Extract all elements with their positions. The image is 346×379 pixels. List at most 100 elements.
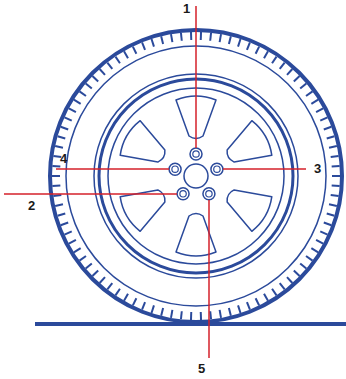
- leader-line: [208, 200, 210, 358]
- tread-tick: [331, 195, 339, 196]
- tread-tick: [320, 117, 327, 120]
- tread-tick: [64, 117, 71, 120]
- tread-tick: [180, 33, 183, 41]
- tread-tick: [58, 136, 66, 138]
- tread-tick: [86, 83, 92, 88]
- tread-tick: [190, 32, 192, 40]
- spoke-hole: [176, 214, 216, 257]
- tread-tick: [92, 76, 98, 82]
- tread-tick: [142, 302, 145, 309]
- tread-tick: [200, 312, 202, 320]
- lug-nut-bore: [193, 151, 199, 157]
- tread-tick: [200, 32, 202, 40]
- tread-tick: [300, 263, 306, 268]
- leader-lines: [4, 6, 306, 358]
- tread-tick: [161, 36, 163, 44]
- tread-tick: [58, 213, 66, 215]
- tread-tick: [52, 175, 60, 177]
- tread-tick: [74, 248, 81, 252]
- leader-line: [4, 193, 177, 195]
- lug-nut-bore: [206, 191, 212, 197]
- lug-nut: [211, 163, 223, 175]
- tread-tick: [124, 51, 128, 58]
- tread-tick: [329, 146, 337, 148]
- tread-tick: [152, 305, 154, 313]
- tread-tick: [300, 83, 306, 88]
- tread-tick: [316, 240, 323, 244]
- tread-tick: [306, 256, 312, 261]
- tread-tick: [92, 270, 98, 276]
- tread-tick: [311, 100, 318, 104]
- tread-tick: [100, 277, 105, 283]
- lug-nut-bore: [172, 166, 178, 172]
- spoke-hole: [218, 177, 275, 233]
- tread-tick: [294, 76, 300, 82]
- tread-tick: [52, 165, 60, 168]
- tread-tick: [327, 136, 335, 138]
- tread-tick: [331, 156, 339, 157]
- tread-tick: [171, 310, 172, 318]
- tread-tick: [100, 69, 105, 75]
- tread-tick: [329, 204, 337, 206]
- spoke-hole: [117, 177, 174, 233]
- tread-tick: [247, 42, 250, 49]
- spoke-hole: [117, 119, 174, 175]
- lug-nut: [177, 188, 189, 200]
- tread-tick: [332, 165, 340, 168]
- tread-tick: [55, 204, 63, 206]
- lug-nut: [169, 163, 181, 175]
- tread-tick: [272, 289, 276, 296]
- tread-tick: [161, 308, 163, 316]
- tread-tick: [190, 312, 192, 320]
- tread-tick: [320, 231, 327, 234]
- tread-tick: [220, 34, 221, 42]
- tread-tick: [115, 289, 119, 296]
- callout-number: 5: [198, 362, 205, 376]
- tread-tick: [107, 63, 112, 69]
- tread-tick: [287, 277, 292, 283]
- lug-nut-bore: [214, 166, 220, 172]
- tread-tick: [229, 36, 231, 44]
- tread-tick: [324, 127, 332, 130]
- tread-tick: [124, 294, 128, 301]
- tread-tick: [133, 298, 137, 305]
- tread-tick: [294, 270, 300, 276]
- tread-tick: [80, 256, 86, 261]
- lug-nut: [190, 148, 202, 160]
- leader-line: [223, 168, 306, 170]
- callout-number: 4: [60, 152, 67, 166]
- tread-tick: [332, 184, 340, 187]
- callout-number: 1: [183, 2, 190, 16]
- tread-tick: [52, 184, 60, 187]
- tread-tick: [264, 51, 268, 58]
- tread-tick: [152, 39, 154, 47]
- tread-tick: [115, 57, 119, 64]
- tread-tick: [287, 69, 292, 75]
- tread-tick: [306, 91, 312, 96]
- tread-tick: [327, 213, 335, 215]
- tread-tick: [69, 108, 76, 112]
- callout-number: 3: [314, 162, 321, 176]
- tread-tick: [238, 39, 240, 47]
- hub-cap: [184, 164, 208, 188]
- leader-line: [195, 6, 197, 148]
- tread-tick: [229, 308, 231, 316]
- tread-tick: [256, 298, 260, 305]
- tread-tick: [142, 42, 145, 49]
- tread-tick: [264, 294, 268, 301]
- tread-tick: [247, 302, 250, 309]
- tread-tick: [171, 34, 172, 42]
- tread-tick: [311, 248, 318, 252]
- tread-tick: [55, 146, 63, 148]
- spoke-hole: [218, 119, 275, 175]
- leader-line: [56, 168, 169, 170]
- tread-tick: [53, 195, 61, 196]
- tread-tick: [209, 33, 212, 41]
- tread-tick: [64, 231, 71, 234]
- tread-tick: [74, 100, 81, 104]
- tread-tick: [324, 223, 332, 226]
- tread-tick: [238, 305, 240, 313]
- tread-tick: [256, 47, 260, 54]
- tread-tick: [86, 263, 92, 268]
